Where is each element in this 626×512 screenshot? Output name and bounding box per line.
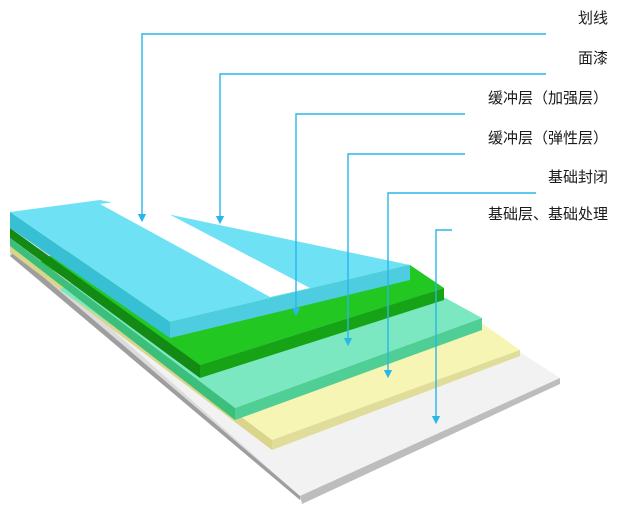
leader-lines [137, 33, 546, 425]
topcoat-layer [10, 199, 410, 338]
label-topcoat: 面漆 [577, 49, 608, 67]
label-base-seal: 基础封闭 [547, 168, 608, 186]
leader-elastic [343, 153, 465, 347]
label-base-treatment: 基础层、基础处理 [487, 205, 608, 223]
leader-seal [383, 192, 536, 379]
marking-stripe [100, 199, 310, 297]
leader-reinforced [291, 113, 465, 317]
leader-base [431, 229, 452, 425]
label-cushion-elastic: 缓冲层（弹性层） [487, 129, 608, 147]
leader-topcoat [215, 73, 546, 225]
label-marking: 划线 [577, 9, 608, 27]
leader-marking [137, 33, 546, 223]
label-cushion-reinforced: 缓冲层（加强层） [487, 89, 608, 107]
